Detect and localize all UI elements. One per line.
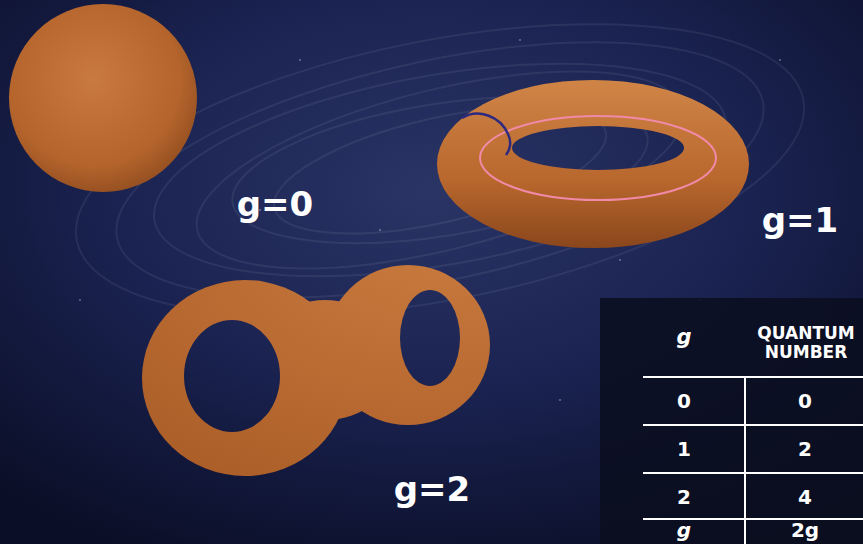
table-cell: 4	[798, 486, 812, 508]
table-rules	[643, 377, 863, 544]
genus-label: g=2	[394, 471, 470, 508]
table-cell: 2	[798, 438, 812, 460]
table-cell: 1	[677, 438, 691, 460]
table-cell: g	[677, 519, 691, 541]
table-cell: 0	[798, 390, 812, 412]
table-cell: 2	[677, 486, 691, 508]
table-panel	[600, 298, 863, 544]
table-cell: 2g	[791, 519, 819, 541]
genus-label: g=1	[762, 202, 838, 239]
genus-label: g=0	[237, 186, 313, 223]
table-cell: 0	[677, 390, 691, 412]
table-header: g	[676, 326, 691, 349]
table-header: QUANTUM NUMBER	[754, 324, 858, 361]
